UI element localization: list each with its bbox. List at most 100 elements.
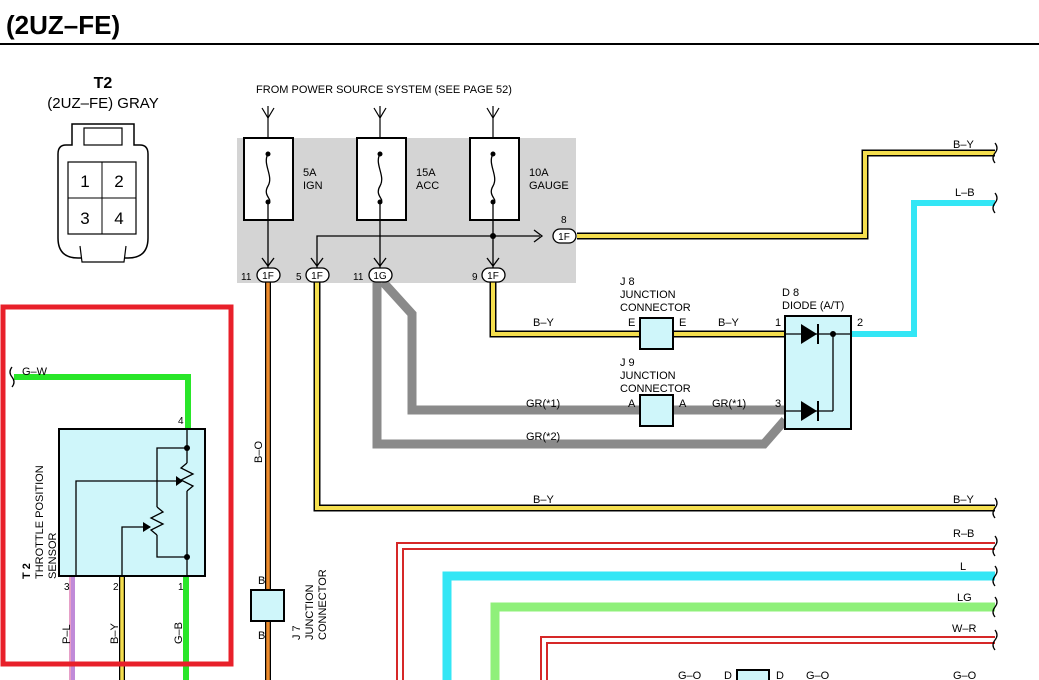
connector-foot (79, 245, 127, 263)
highlight-frame (0, 304, 234, 667)
j7-pin-bottom: B (258, 630, 265, 642)
label-d-pin-right: D (776, 670, 784, 680)
sensor-pin-2: 2 (113, 582, 119, 593)
wire-lg (490, 602, 995, 680)
t2-pin-2: 2 (114, 172, 123, 191)
wire-l (442, 571, 995, 680)
wire-w-r-a (540, 636, 995, 680)
fuse-box-wiring (261, 202, 544, 268)
fuse-box-pins: 1F 11 1F 5 1G 11 1F 9 1F 8 (241, 215, 577, 283)
t2-pin-4: 4 (114, 209, 123, 228)
pin-num-splice: 5 (296, 272, 302, 283)
j8-junction-connector: J 8 JUNCTION CONNECTOR E E (620, 276, 691, 350)
j9-junction-connector: J 9 JUNCTION CONNECTOR A A (620, 357, 691, 427)
label-b-y-long: B–Y (533, 494, 554, 506)
label-g-o-right: G–O (953, 670, 977, 680)
j7-label2: CONNECTOR (317, 569, 329, 640)
wire-w-r-b (546, 642, 995, 680)
label-gr1-right: GR(*1) (712, 398, 746, 410)
fuse-acc: 15A ACC (356, 137, 439, 221)
j8-label2: CONNECTOR (620, 302, 691, 314)
wire-gr-2 (372, 282, 789, 449)
t2-connector-subtitle: (2UZ–FE) GRAY (47, 95, 158, 112)
j9-pin-right: A (679, 398, 687, 410)
throttle-position-sensor: G–W 4 3 2 1 T 2 THROTTLE POSITION SENSOR (9, 366, 206, 680)
label-gr1-left: GR(*1) (526, 398, 560, 410)
t2-pin-3: 3 (80, 209, 89, 228)
fuse-ign-name: IGN (303, 180, 323, 192)
label-w-r: W–R (952, 623, 977, 635)
label-p-l: P–L (61, 624, 73, 644)
page-title: (2UZ–FE) (6, 10, 120, 40)
t2-connector-id: T2 (94, 75, 113, 92)
sensor-id: T 2 (21, 563, 33, 579)
j8-pin-left: E (628, 317, 635, 329)
j9-id: J 9 (620, 357, 635, 369)
pin-conn-1f-side: 1F (558, 232, 570, 243)
fuse-gauge-name: GAUGE (529, 180, 569, 192)
pin-conn-1f-ign: 1F (262, 271, 274, 282)
j8-label1: JUNCTION (620, 289, 676, 301)
power-source-note: FROM POWER SOURCE SYSTEM (SEE PAGE 52) (256, 84, 512, 96)
label-b-o: B–O (253, 441, 265, 463)
label-b-y-j8-right: B–Y (718, 317, 739, 329)
label-lg: LG (957, 592, 972, 604)
pin-num-acc: 11 (353, 272, 364, 283)
pin-conn-1g-acc: 1G (373, 271, 387, 282)
j8-id: J 8 (620, 276, 635, 288)
label-g-o-left: G–O (678, 670, 702, 680)
label-l-b: L–B (955, 187, 975, 199)
wire-b-y-top-outline (577, 149, 995, 240)
t2-connector-face: T2 (2UZ–FE) GRAY 1 2 3 4 (47, 75, 159, 263)
power-arrows (261, 106, 500, 138)
j7-id: J 7 (291, 625, 303, 640)
j7-pin-top: B (258, 575, 265, 587)
bottom-junction-connector (736, 669, 770, 680)
wire-b-y-long (315, 282, 995, 510)
label-b-y-sensor: B–Y (109, 623, 121, 644)
j8-pin-right: E (679, 317, 686, 329)
d8-id: D 8 (782, 287, 799, 299)
wire-l-b (851, 200, 995, 337)
j7-label1: JUNCTION (304, 584, 316, 640)
j9-label2: CONNECTOR (620, 383, 691, 395)
pin-num-gauge: 9 (472, 272, 478, 283)
d8-pin-1: 1 (775, 317, 781, 329)
fuse-gauge-amp: 10A (529, 167, 549, 179)
j9-label1: JUNCTION (620, 370, 676, 382)
label-b-y-right: B–Y (953, 494, 974, 506)
label-g-o-mid: G–O (806, 670, 830, 680)
fuse-acc-amp: 15A (416, 167, 436, 179)
fuse-gauge: 10A GAUGE (469, 137, 569, 221)
j7-junction-connector: B B J 7 JUNCTION CONNECTOR (250, 569, 329, 642)
wire-breaks (992, 142, 998, 651)
d8-diode: D 8 DIODE (A/T) 1 2 3 (775, 287, 863, 430)
sensor-pin-3: 3 (64, 582, 70, 593)
label-r-b: R–B (953, 528, 974, 540)
pin-num-ign: 11 (241, 272, 252, 283)
wire-r-b-b (402, 548, 995, 680)
d8-pin-3: 3 (775, 398, 781, 410)
wire-gr-1 (379, 278, 785, 415)
connector-latch (83, 127, 123, 146)
fuse-acc-name: ACC (416, 180, 439, 192)
sensor-name-2: SENSOR (47, 532, 59, 579)
pin-conn-1f-splice: 1F (311, 271, 323, 282)
wire-g-w (14, 374, 191, 430)
d8-name: DIODE (A/T) (782, 300, 844, 312)
label-b-y-top: B–Y (953, 139, 974, 151)
label-d-pin-left: D (724, 670, 732, 680)
pin-conn-1f-gauge: 1F (487, 271, 499, 282)
t2-pin-1: 1 (80, 172, 89, 191)
wire-b-y-j8 (491, 282, 785, 336)
sensor-pin-1: 1 (178, 582, 184, 593)
sensor-pin-4: 4 (178, 416, 184, 427)
sensor-name-1: THROTTLE POSITION (34, 465, 46, 579)
wire-b-y-top (577, 151, 995, 238)
label-g-w: G–W (22, 366, 48, 378)
pin-num-side: 8 (561, 215, 567, 226)
wire-labels: B–Y L–B B–Y B–Y GR(*1) GR(*1) GR(*2) B–Y… (253, 139, 977, 680)
wire-r-b-a (396, 542, 995, 680)
label-g-b: G–B (173, 622, 185, 644)
